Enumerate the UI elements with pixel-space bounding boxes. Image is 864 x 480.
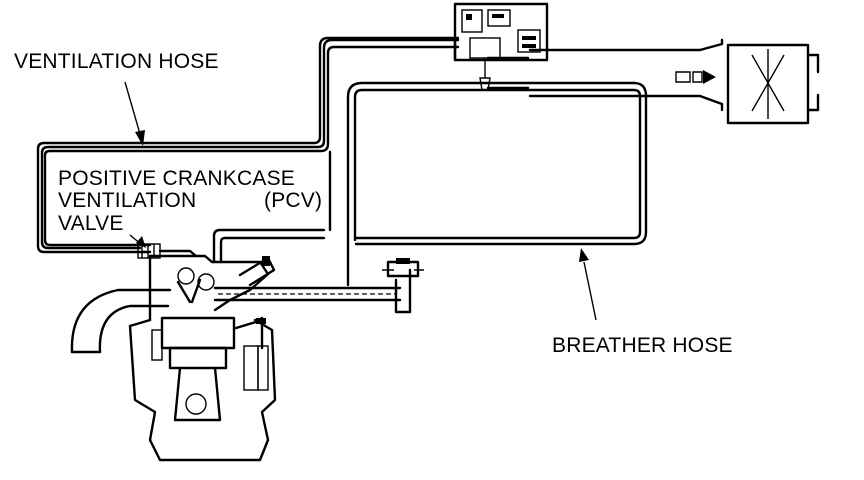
leader-arrows bbox=[124, 81, 597, 321]
breather-hose bbox=[212, 81, 648, 287]
throttle-body bbox=[453, 2, 549, 91]
pcv-valve-label-line3: VALVE bbox=[58, 212, 124, 235]
pcv-valve bbox=[137, 243, 198, 259]
engine bbox=[70, 254, 402, 462]
ventilation-hose-label: VENTILATION HOSE bbox=[14, 50, 219, 73]
pcv-valve-label-abbr: (PCV) bbox=[264, 189, 323, 212]
air-cleaner bbox=[675, 43, 820, 125]
breather-hose-label: BREATHER HOSE bbox=[552, 334, 733, 357]
pcv-valve-label-line1: POSITIVE CRANKCASE bbox=[58, 167, 295, 190]
ventilation-hose bbox=[36, 36, 460, 254]
breather-fitting bbox=[382, 258, 424, 314]
pcv-valve-label-line2: VENTILATION bbox=[58, 189, 197, 212]
intake-duct bbox=[453, 38, 724, 112]
